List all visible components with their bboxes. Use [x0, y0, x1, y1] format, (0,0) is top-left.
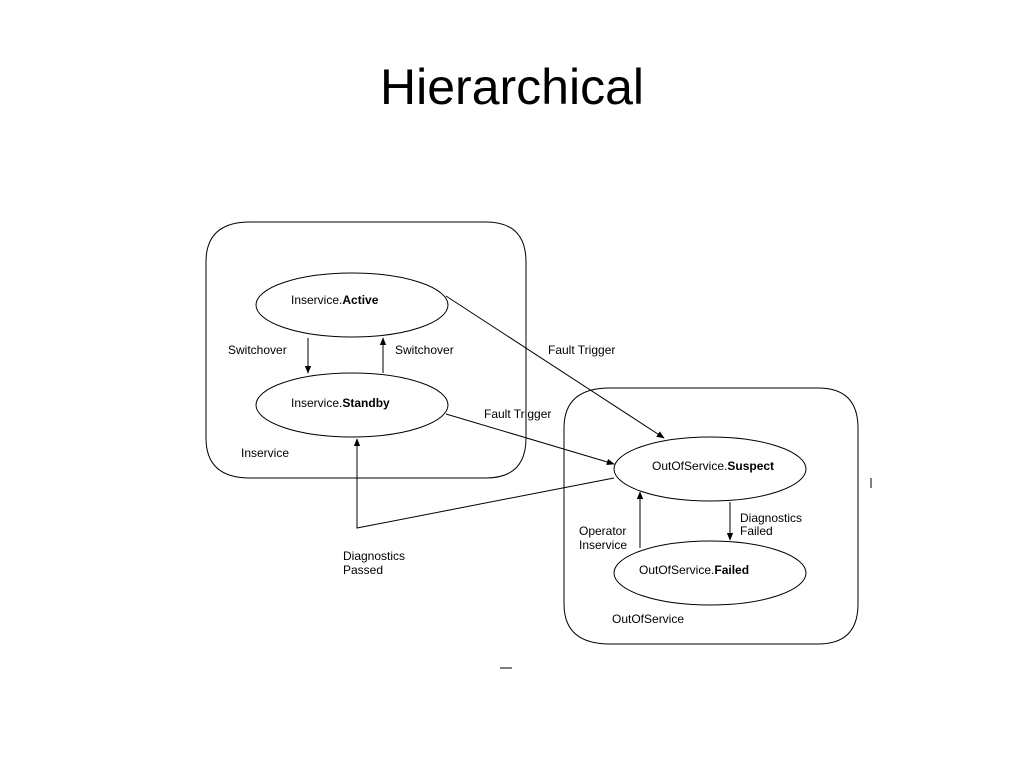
diagnostics-failed-label: Diagnostics Failed [740, 511, 805, 538]
state-failed-label: OutOfService.Failed [639, 563, 749, 577]
state-active [255, 272, 449, 338]
state-standby [255, 372, 449, 438]
state-standby-label: Inservice.Standby [291, 396, 390, 410]
switchover-up-label: Switchover [395, 343, 454, 357]
operator-inservice-label: Operator Inservice [579, 524, 630, 552]
diagnostics-passed-label: Diagnostics Passed [343, 549, 408, 577]
state-active-label: Inservice.Active [291, 293, 379, 307]
inservice-group-label: Inservice [241, 446, 289, 460]
state-failed [613, 540, 807, 606]
diagnostics-passed-arrow [353, 438, 615, 529]
slide-title: Hierarchical [380, 59, 644, 115]
fault-trigger-standby-arrow [445, 413, 615, 466]
state-suspect-label: OutOfService.Suspect [652, 459, 774, 473]
outofservice-group-label: OutOfService [612, 612, 684, 626]
fault-trigger-active-arrow [445, 295, 665, 439]
state-suspect [613, 436, 807, 502]
outofservice-group-box [563, 387, 859, 645]
switchover-down-label: Switchover [228, 343, 287, 357]
fault-trigger-active-label: Fault Trigger [548, 343, 615, 357]
fault-trigger-standby-label: Fault Trigger [484, 407, 551, 421]
